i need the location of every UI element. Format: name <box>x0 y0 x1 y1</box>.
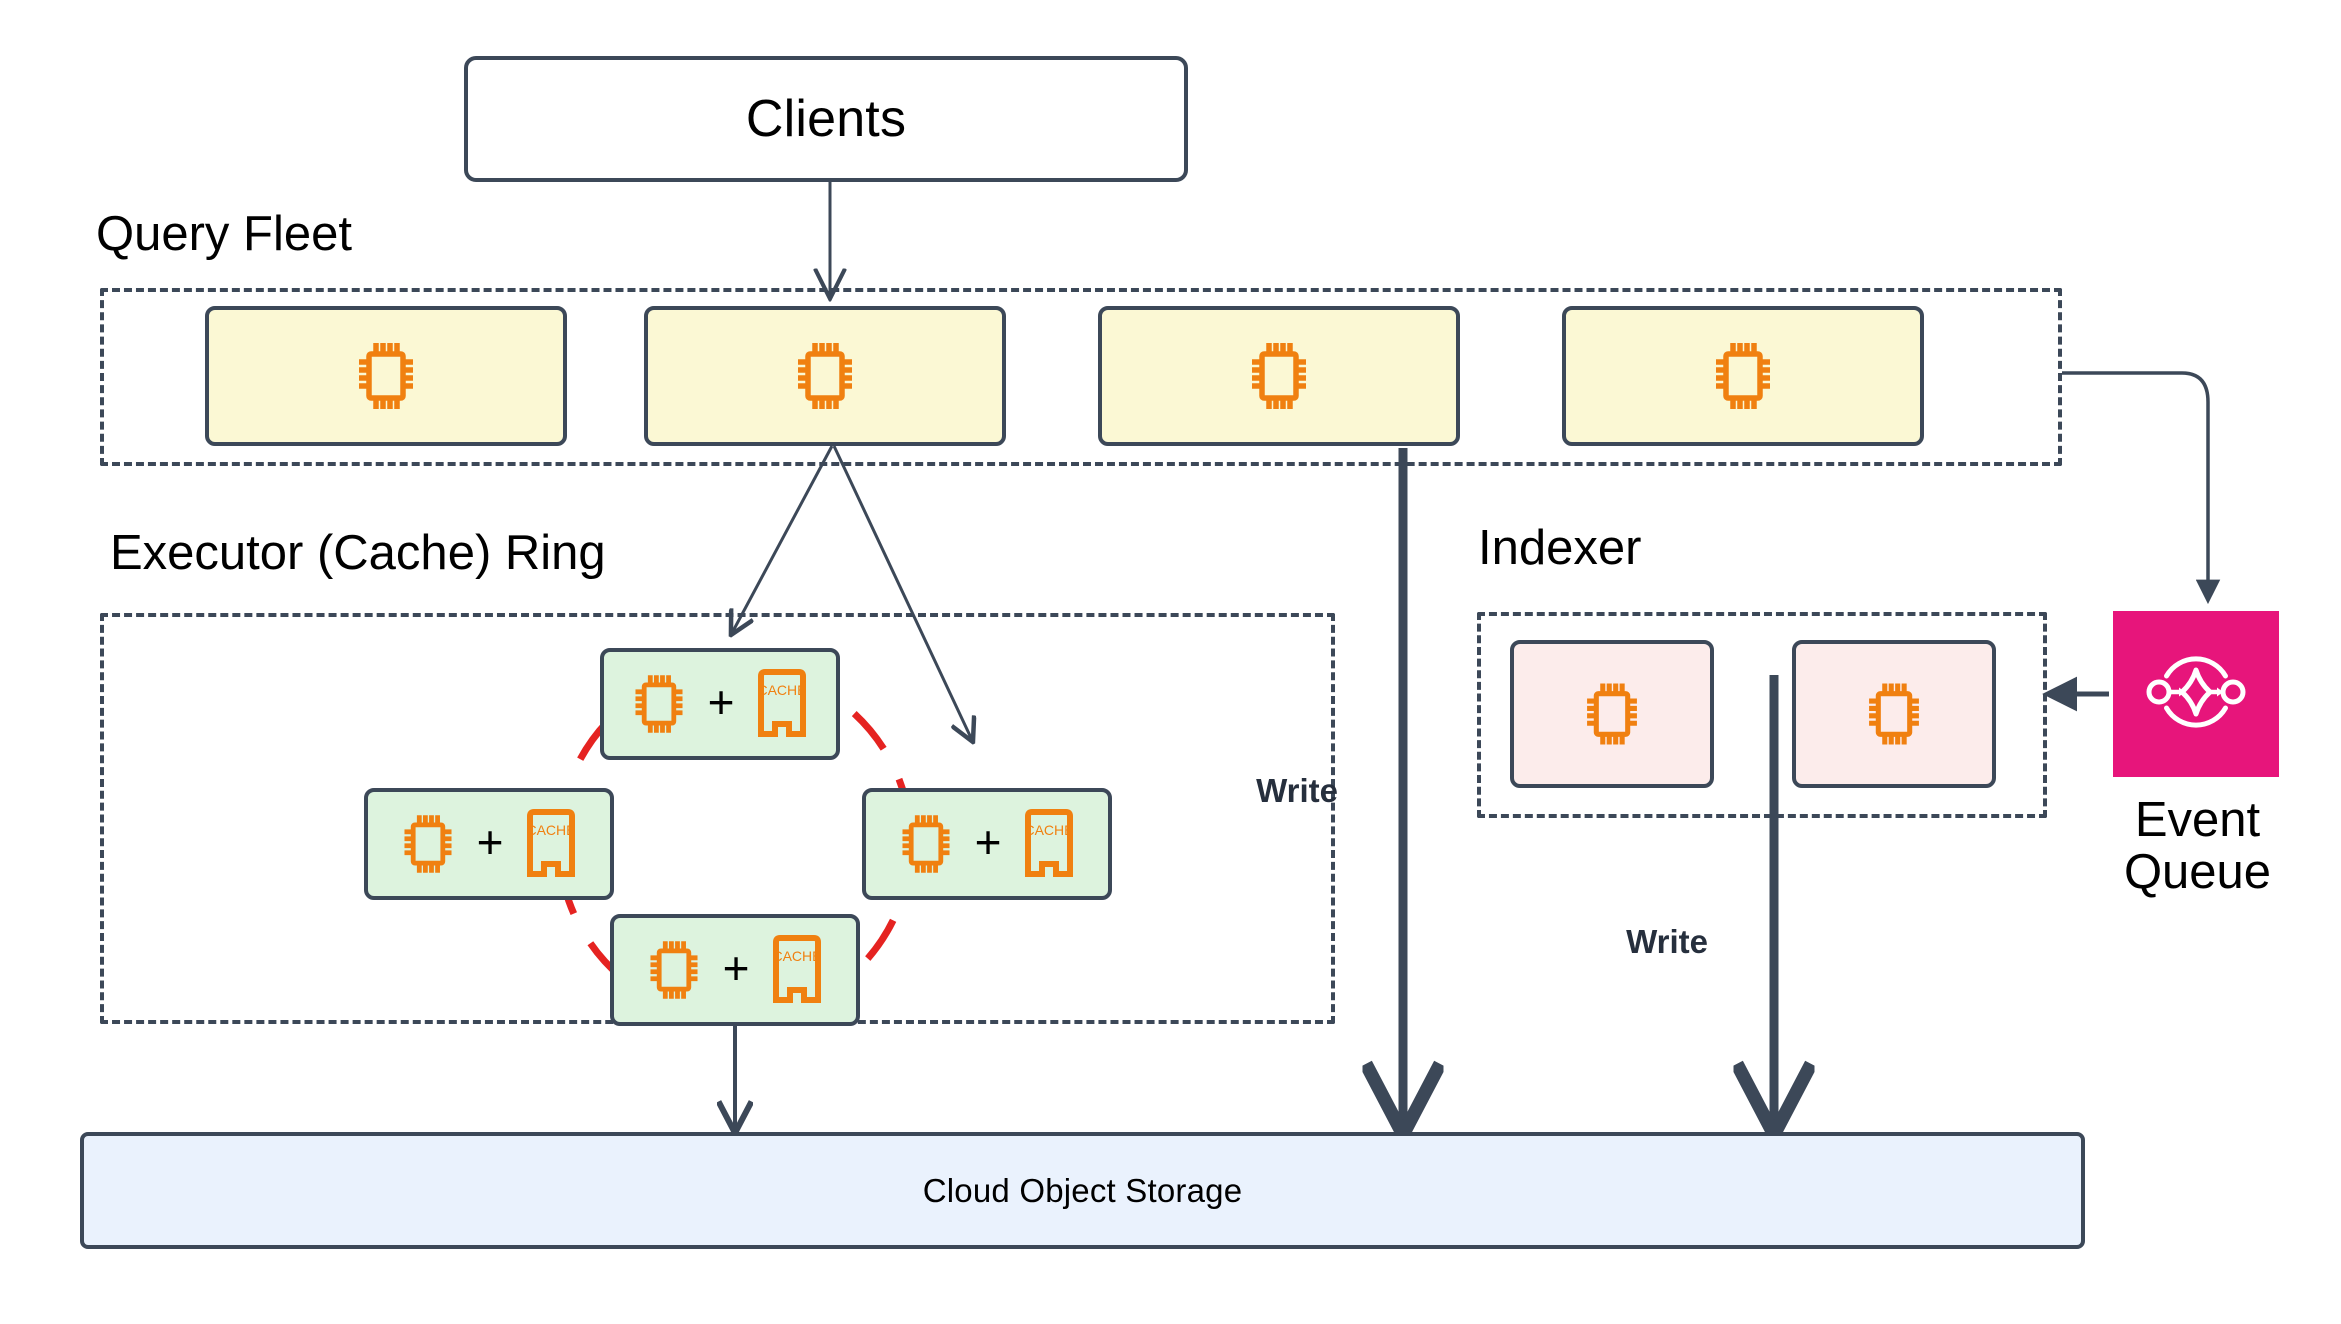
event-queue-caption-line1: Event <box>2134 793 2261 847</box>
svg-text:CACHE: CACHE <box>773 948 822 964</box>
query-fleet-node-3[interactable] <box>1098 306 1460 446</box>
query-fleet-group <box>100 288 2062 466</box>
cpu-icon <box>1583 678 1641 750</box>
svg-text:CACHE: CACHE <box>527 822 576 838</box>
cpu-icon <box>401 810 455 878</box>
cache-icon: CACHE <box>771 934 823 1006</box>
executor-ring-label: Executor (Cache) Ring <box>110 526 606 580</box>
executor-node-top[interactable]: + CACHE <box>600 648 840 760</box>
edge-query-to-eventqueue <box>2062 371 2221 605</box>
executor-node-right[interactable]: + CACHE <box>862 788 1112 900</box>
write-label-right: Write <box>1626 923 1708 960</box>
plus-symbol: + <box>707 676 735 728</box>
event-queue-caption: Event Queue <box>2110 793 2285 899</box>
plus-symbol: + <box>974 816 1002 868</box>
cache-icon: CACHE <box>756 668 808 740</box>
indexer-node-2[interactable] <box>1792 640 1996 788</box>
plus-symbol: + <box>722 942 750 994</box>
query-fleet-node-2[interactable] <box>644 306 1006 446</box>
clients-box[interactable]: Clients <box>464 56 1188 182</box>
event-queue-caption-line2: Queue <box>2123 844 2272 899</box>
cpu-icon <box>1248 337 1310 415</box>
cpu-icon <box>1865 678 1923 750</box>
cache-icon: CACHE <box>525 808 577 880</box>
cpu-icon <box>632 670 686 738</box>
event-queue-tile[interactable] <box>2113 611 2279 777</box>
indexer-label: Indexer <box>1478 521 1642 575</box>
cache-icon: CACHE <box>1023 808 1075 880</box>
svg-text:CACHE: CACHE <box>1025 822 1074 838</box>
svg-text:CACHE: CACHE <box>758 682 807 698</box>
cloud-object-storage-label: Cloud Object Storage <box>922 1171 1243 1209</box>
edge-query-to-exec-top <box>732 445 834 633</box>
query-fleet-node-4[interactable] <box>1562 306 1924 446</box>
clients-label: Clients <box>745 90 907 148</box>
cpu-icon <box>794 337 856 415</box>
event-bus-icon <box>2140 636 2252 753</box>
executor-node-bottom[interactable]: + CACHE <box>610 914 860 1026</box>
indexer-group <box>1477 612 2047 818</box>
cpu-icon <box>355 337 417 415</box>
cloud-object-storage-box[interactable]: Cloud Object Storage <box>80 1132 2085 1249</box>
write-label-left: Write <box>1256 772 1338 809</box>
cpu-icon <box>1712 337 1774 415</box>
cpu-icon <box>899 810 953 878</box>
executor-node-left[interactable]: + CACHE <box>364 788 614 900</box>
cpu-icon <box>647 936 701 1004</box>
indexer-node-1[interactable] <box>1510 640 1714 788</box>
query-fleet-label: Query Fleet <box>96 207 352 261</box>
query-fleet-node-1[interactable] <box>205 306 567 446</box>
plus-symbol: + <box>476 816 504 868</box>
